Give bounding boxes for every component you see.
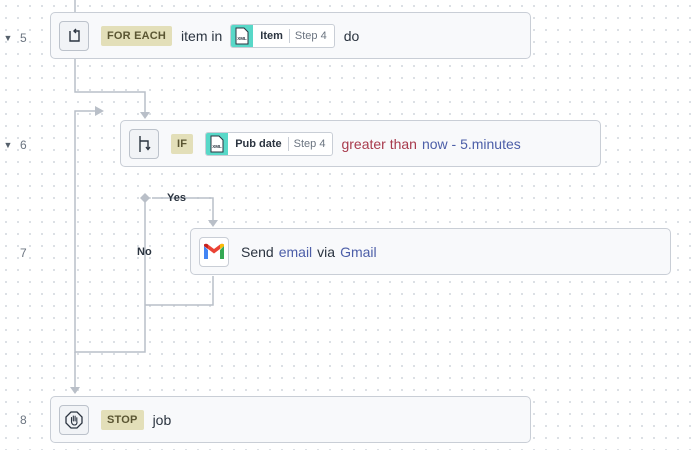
if-step-card[interactable]: IF XML Pub date Step 4 greater than now … [120, 120, 601, 167]
email-object-link[interactable]: email [278, 243, 313, 260]
datapill-divider [287, 136, 289, 151]
stop-keyword: STOP [101, 409, 144, 430]
pubdate-datapill[interactable]: XML Pub date Step 4 [205, 131, 334, 156]
xml-file-icon: XML [231, 24, 254, 47]
foreach-do-text: do [343, 27, 360, 44]
row-7-gutter: 7 [0, 243, 44, 263]
item-datapill[interactable]: XML Item Step 4 [230, 23, 335, 48]
foreach-step-card[interactable]: FOR EACH item in XML Item Step 4 do [50, 12, 531, 59]
step-number: 6 [20, 138, 27, 152]
row-6-gutter: ▼ 6 [0, 135, 44, 155]
collapse-caret-icon[interactable]: ▼ [3, 140, 13, 150]
yes-branch-label: Yes [167, 192, 186, 204]
row-5-gutter: ▼ 5 [0, 28, 44, 48]
branch-icon [129, 128, 159, 159]
datapill-label: Item [260, 29, 283, 42]
if-keyword: IF [171, 133, 194, 154]
svg-text:XML: XML [212, 144, 222, 149]
gmail-icon [199, 236, 229, 267]
collapse-caret-icon[interactable]: ▼ [3, 33, 13, 43]
stop-step-card[interactable]: STOP job [50, 396, 531, 443]
datapill-step: Step 4 [293, 137, 326, 150]
stop-hand-icon [59, 404, 89, 435]
xml-file-icon: XML [206, 132, 229, 155]
row-8-gutter: 8 [0, 410, 44, 430]
condition-operator: greater than [341, 135, 417, 152]
datapill-label: Pub date [235, 137, 282, 150]
condition-value: now - 5.minutes [421, 135, 521, 152]
send-email-step-card[interactable]: Send email via Gmail [190, 228, 671, 275]
send-text: Send [241, 243, 274, 260]
foreach-keyword: FOR EACH [101, 25, 173, 46]
datapill-step: Step 4 [294, 29, 327, 42]
foreach-text: item in [181, 27, 223, 44]
step-number: 7 [20, 246, 27, 260]
step-number: 5 [20, 31, 27, 45]
gmail-app-link[interactable]: Gmail [340, 243, 377, 260]
via-text: via [317, 243, 336, 260]
step-number: 8 [20, 413, 27, 427]
datapill-divider [288, 28, 290, 43]
no-branch-label: No [137, 246, 152, 258]
svg-text:XML: XML [238, 36, 248, 41]
loop-icon [59, 20, 89, 51]
stop-text: job [152, 411, 172, 428]
